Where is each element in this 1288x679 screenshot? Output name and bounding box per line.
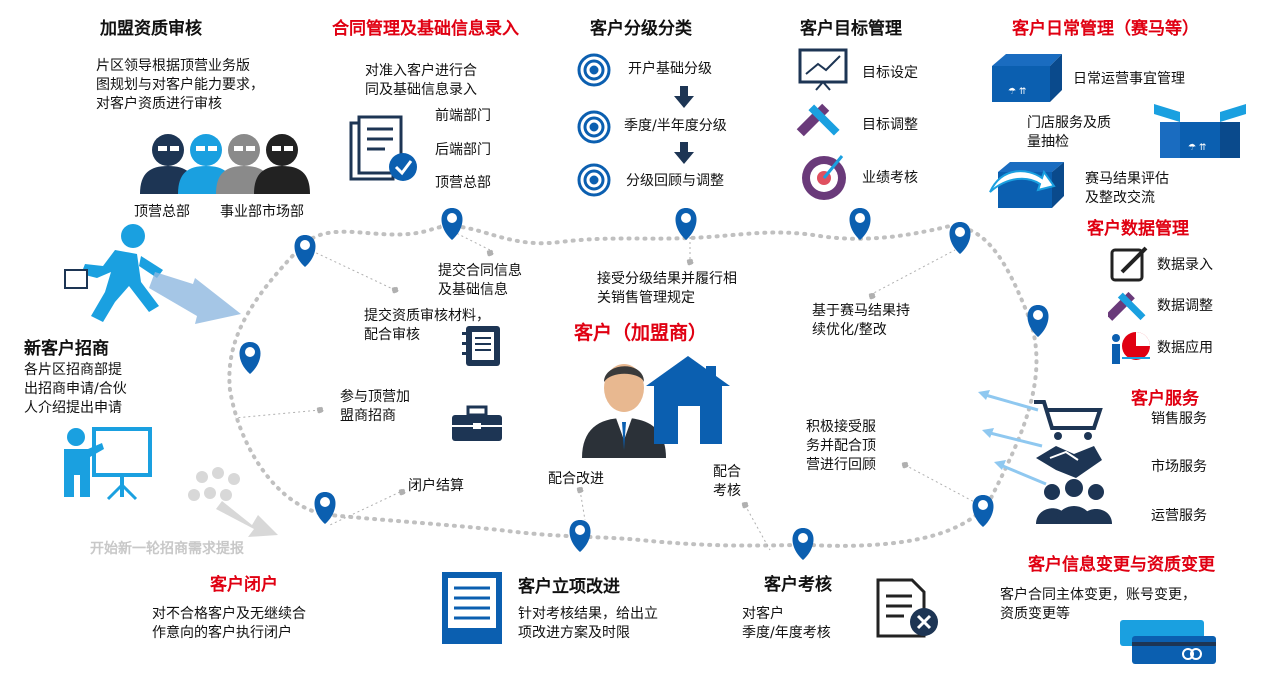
arrow-down-icon bbox=[674, 86, 694, 108]
service-item-ops: 运营服务 bbox=[1151, 508, 1207, 524]
presentation-icon bbox=[64, 427, 152, 501]
closure-title: 客户闭户 bbox=[210, 575, 278, 595]
target-title: 客户目标管理 bbox=[800, 19, 902, 39]
data-item-apply: 数据应用 bbox=[1157, 340, 1213, 356]
center-title: 客户（加盟商） bbox=[574, 322, 708, 344]
location-pin-icon bbox=[239, 342, 261, 374]
location-pin-icon bbox=[1027, 305, 1049, 337]
box-icon: ☂ ⇈ bbox=[992, 54, 1062, 102]
open-box-icon: ☂ ⇈ bbox=[1154, 104, 1246, 158]
reject-document-icon bbox=[876, 578, 938, 638]
path-label-cooperate-assess: 配合 考核 bbox=[713, 464, 741, 499]
service-title: 客户服务 bbox=[1131, 389, 1199, 409]
class-step-3: 分级回顾与调整 bbox=[626, 173, 724, 189]
data-item-adjust: 数据调整 bbox=[1157, 298, 1213, 314]
contract-item-back: 后端部门 bbox=[435, 142, 491, 158]
daily-item-ops: 日常运营事宜管理 bbox=[1073, 71, 1185, 87]
classification-title: 客户分级分类 bbox=[590, 19, 692, 39]
path-label-submit-review: 提交资质审核材料， 配合审核 bbox=[364, 308, 490, 343]
hq-label: 顶营总部 bbox=[134, 204, 190, 220]
data-mgmt-title: 客户数据管理 bbox=[1087, 219, 1189, 239]
path-label-accept-service: 积极接受服 务并配合顶 营进行回顾 bbox=[806, 419, 876, 473]
closure-desc: 对不合格客户及无继续合 作意向的客户执行闭户 bbox=[152, 606, 306, 641]
contract-document-icon bbox=[349, 115, 417, 181]
data-item-entry: 数据录入 bbox=[1157, 257, 1213, 273]
assessment-desc: 对客户 季度/年度考核 bbox=[742, 606, 831, 641]
business-people-icon bbox=[140, 134, 310, 194]
info-change-title: 客户信息变更与资质变更 bbox=[1028, 555, 1215, 575]
assessment-title: 客户考核 bbox=[764, 575, 832, 595]
service-item-sales: 销售服务 bbox=[1151, 411, 1207, 427]
path-label-accept-class: 接受分级结果并履行相 关销售管理规定 bbox=[597, 271, 737, 306]
form-document-icon bbox=[442, 572, 502, 644]
franchise-review-title: 加盟资质审核 bbox=[100, 19, 202, 39]
location-pin-icon bbox=[441, 208, 463, 240]
path-label-closure-settle: 闭户结算 bbox=[408, 478, 464, 494]
class-step-1: 开户基础分级 bbox=[628, 61, 712, 77]
data-mgmt-icons bbox=[1108, 246, 1150, 364]
contract-desc: 对准入客户进行合 同及基础信息录入 bbox=[365, 63, 477, 98]
new-customer-title: 新客户招商 bbox=[24, 339, 109, 359]
class-step-2: 季度/半年度分级 bbox=[624, 118, 727, 134]
return-box-icon bbox=[989, 162, 1064, 208]
location-pin-icon bbox=[675, 208, 697, 240]
location-pin-icon bbox=[294, 235, 316, 267]
location-pin-icon bbox=[949, 222, 971, 254]
arrow-down-icon bbox=[674, 142, 694, 164]
location-pin-icon bbox=[314, 492, 336, 524]
improvement-title: 客户立项改进 bbox=[518, 577, 620, 597]
info-change-desc: 客户合同主体变更，账号变更， 资质变更等 bbox=[1000, 587, 1196, 622]
path-label-race-improve: 基于赛马结果持 续优化/整改 bbox=[812, 303, 910, 338]
path-label-cooperate-improve: 配合改进 bbox=[548, 471, 604, 487]
location-pin-icon bbox=[849, 208, 871, 240]
svg-text:☂ ⇈: ☂ ⇈ bbox=[1008, 87, 1027, 97]
contract-item-front: 前端部门 bbox=[435, 108, 491, 124]
path-label-join-recruit: 参与顶营加 盟商招商 bbox=[340, 389, 410, 424]
improvement-desc: 针对考核结果，给出立 项改进方案及时限 bbox=[518, 606, 658, 641]
target-item-assess: 业绩考核 bbox=[862, 170, 918, 186]
target-mgmt-icons bbox=[796, 48, 848, 200]
division-market-label: 事业部市场部 bbox=[220, 204, 304, 220]
franchise-review-desc: 片区领导根据顶营业务版 图规划与对客户能力要求， 对客户资质进行审核 bbox=[96, 58, 264, 112]
card-icon bbox=[1120, 620, 1216, 664]
contract-item-hq: 顶营总部 bbox=[435, 175, 491, 191]
daily-item-race: 赛马结果评估 及整改交流 bbox=[1085, 171, 1169, 206]
contract-title: 合同管理及基础信息录入 bbox=[332, 19, 519, 39]
path-label-submit-contract: 提交合同信息 及基础信息 bbox=[438, 263, 522, 298]
notebook-icon bbox=[462, 326, 500, 366]
daily-title: 客户日常管理（赛马等） bbox=[1012, 19, 1199, 39]
target-item-adjust: 目标调整 bbox=[862, 117, 918, 133]
service-icons bbox=[978, 390, 1112, 524]
daily-item-inspection: 门店服务及质 量抽检 bbox=[1027, 115, 1111, 150]
customer-lifecycle-path bbox=[227, 223, 1039, 548]
location-pin-icon bbox=[569, 520, 591, 552]
svg-text:☂ ⇈: ☂ ⇈ bbox=[1188, 143, 1207, 153]
target-icons bbox=[577, 53, 611, 197]
new-customer-desc: 各片区招商部提 出招商申请/合伙 人介绍提出申请 bbox=[24, 362, 127, 416]
restart-label: 开始新一轮招商需求提报 bbox=[90, 541, 244, 557]
location-pin-icon bbox=[792, 528, 814, 560]
grey-hand-arrow-icon bbox=[188, 467, 278, 537]
target-item-set: 目标设定 bbox=[862, 65, 918, 81]
briefcase-icon bbox=[452, 405, 502, 441]
running-man-icon bbox=[64, 224, 241, 324]
service-item-market: 市场服务 bbox=[1151, 459, 1207, 475]
customer-house-icon bbox=[582, 356, 730, 458]
